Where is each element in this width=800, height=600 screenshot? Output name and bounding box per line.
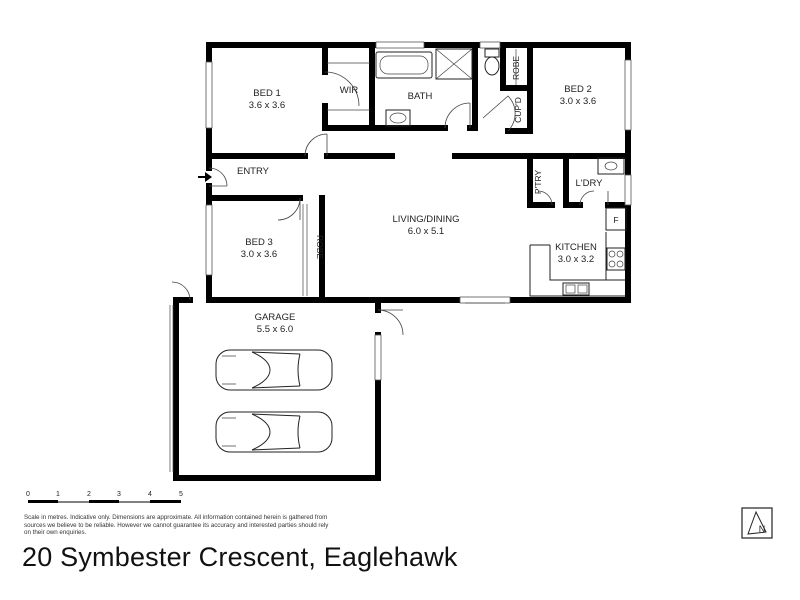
wir-name: WIR bbox=[340, 85, 359, 96]
fridge-space bbox=[605, 207, 627, 231]
windows bbox=[205, 41, 632, 381]
bed2-name: BED 2 bbox=[564, 84, 591, 95]
room-labels: BED 1 3.6 x 3.6 WIR BATH ROBE CUP'D BED … bbox=[237, 56, 619, 335]
entry-arrow-icon bbox=[198, 172, 212, 182]
living-size: 6.0 x 5.1 bbox=[408, 226, 444, 237]
kitchen-size: 3.0 x 3.2 bbox=[558, 254, 594, 265]
car-top bbox=[215, 349, 333, 391]
property-address: 20 Symbester Crescent, Eaglehawk bbox=[22, 542, 458, 572]
ptry-name: P'TRY bbox=[533, 170, 543, 194]
ldry-name: L'DRY bbox=[576, 178, 604, 189]
garage-roller-door bbox=[169, 305, 174, 472]
cooktop bbox=[606, 247, 626, 271]
robe3-name: ROBE bbox=[315, 235, 325, 259]
compass-label: N bbox=[759, 524, 766, 534]
car-bottom bbox=[215, 411, 333, 453]
shower bbox=[435, 48, 473, 80]
garage-name: GARAGE bbox=[255, 312, 296, 323]
fixtures bbox=[302, 48, 627, 297]
bathtub bbox=[375, 51, 433, 79]
doors bbox=[171, 71, 609, 336]
scale-tick-1: 1 bbox=[56, 491, 60, 498]
bed3-size: 3.0 x 3.6 bbox=[241, 249, 277, 260]
laundry-trough bbox=[597, 157, 625, 175]
scale-tick-0: 0 bbox=[26, 491, 30, 498]
scale-tick-4: 4 bbox=[148, 491, 152, 498]
bed3-name: BED 3 bbox=[245, 237, 272, 248]
scale-bar: 0 1 2 3 4 5 bbox=[26, 491, 183, 503]
fridge-name: F bbox=[613, 215, 618, 225]
kitchen-bench bbox=[529, 245, 625, 297]
entry-name: ENTRY bbox=[237, 166, 270, 177]
bed1-size: 3.6 x 3.6 bbox=[249, 100, 285, 111]
compass-north-icon: N bbox=[741, 507, 773, 539]
vanity bbox=[385, 109, 411, 127]
robe1-name: ROBE bbox=[511, 56, 521, 80]
cupd-name: CUP'D bbox=[513, 97, 523, 123]
bed1-name: BED 1 bbox=[253, 88, 280, 99]
bed2-size: 3.0 x 3.6 bbox=[560, 96, 596, 107]
scale-tick-5: 5 bbox=[179, 491, 183, 498]
kitchen-sink bbox=[562, 282, 590, 296]
garage-size: 5.5 x 6.0 bbox=[257, 324, 293, 335]
kitchen-name: KITCHEN bbox=[555, 242, 597, 253]
toilet bbox=[484, 48, 500, 58]
scale-tick-3: 3 bbox=[117, 491, 121, 498]
walls bbox=[173, 42, 631, 481]
scale-tick-2: 2 bbox=[87, 491, 91, 498]
living-name: LIVING/DINING bbox=[392, 214, 459, 225]
disclaimer-text: Scale in metres. Indicative only. Dimens… bbox=[24, 514, 329, 537]
bath-name: BATH bbox=[408, 91, 433, 102]
